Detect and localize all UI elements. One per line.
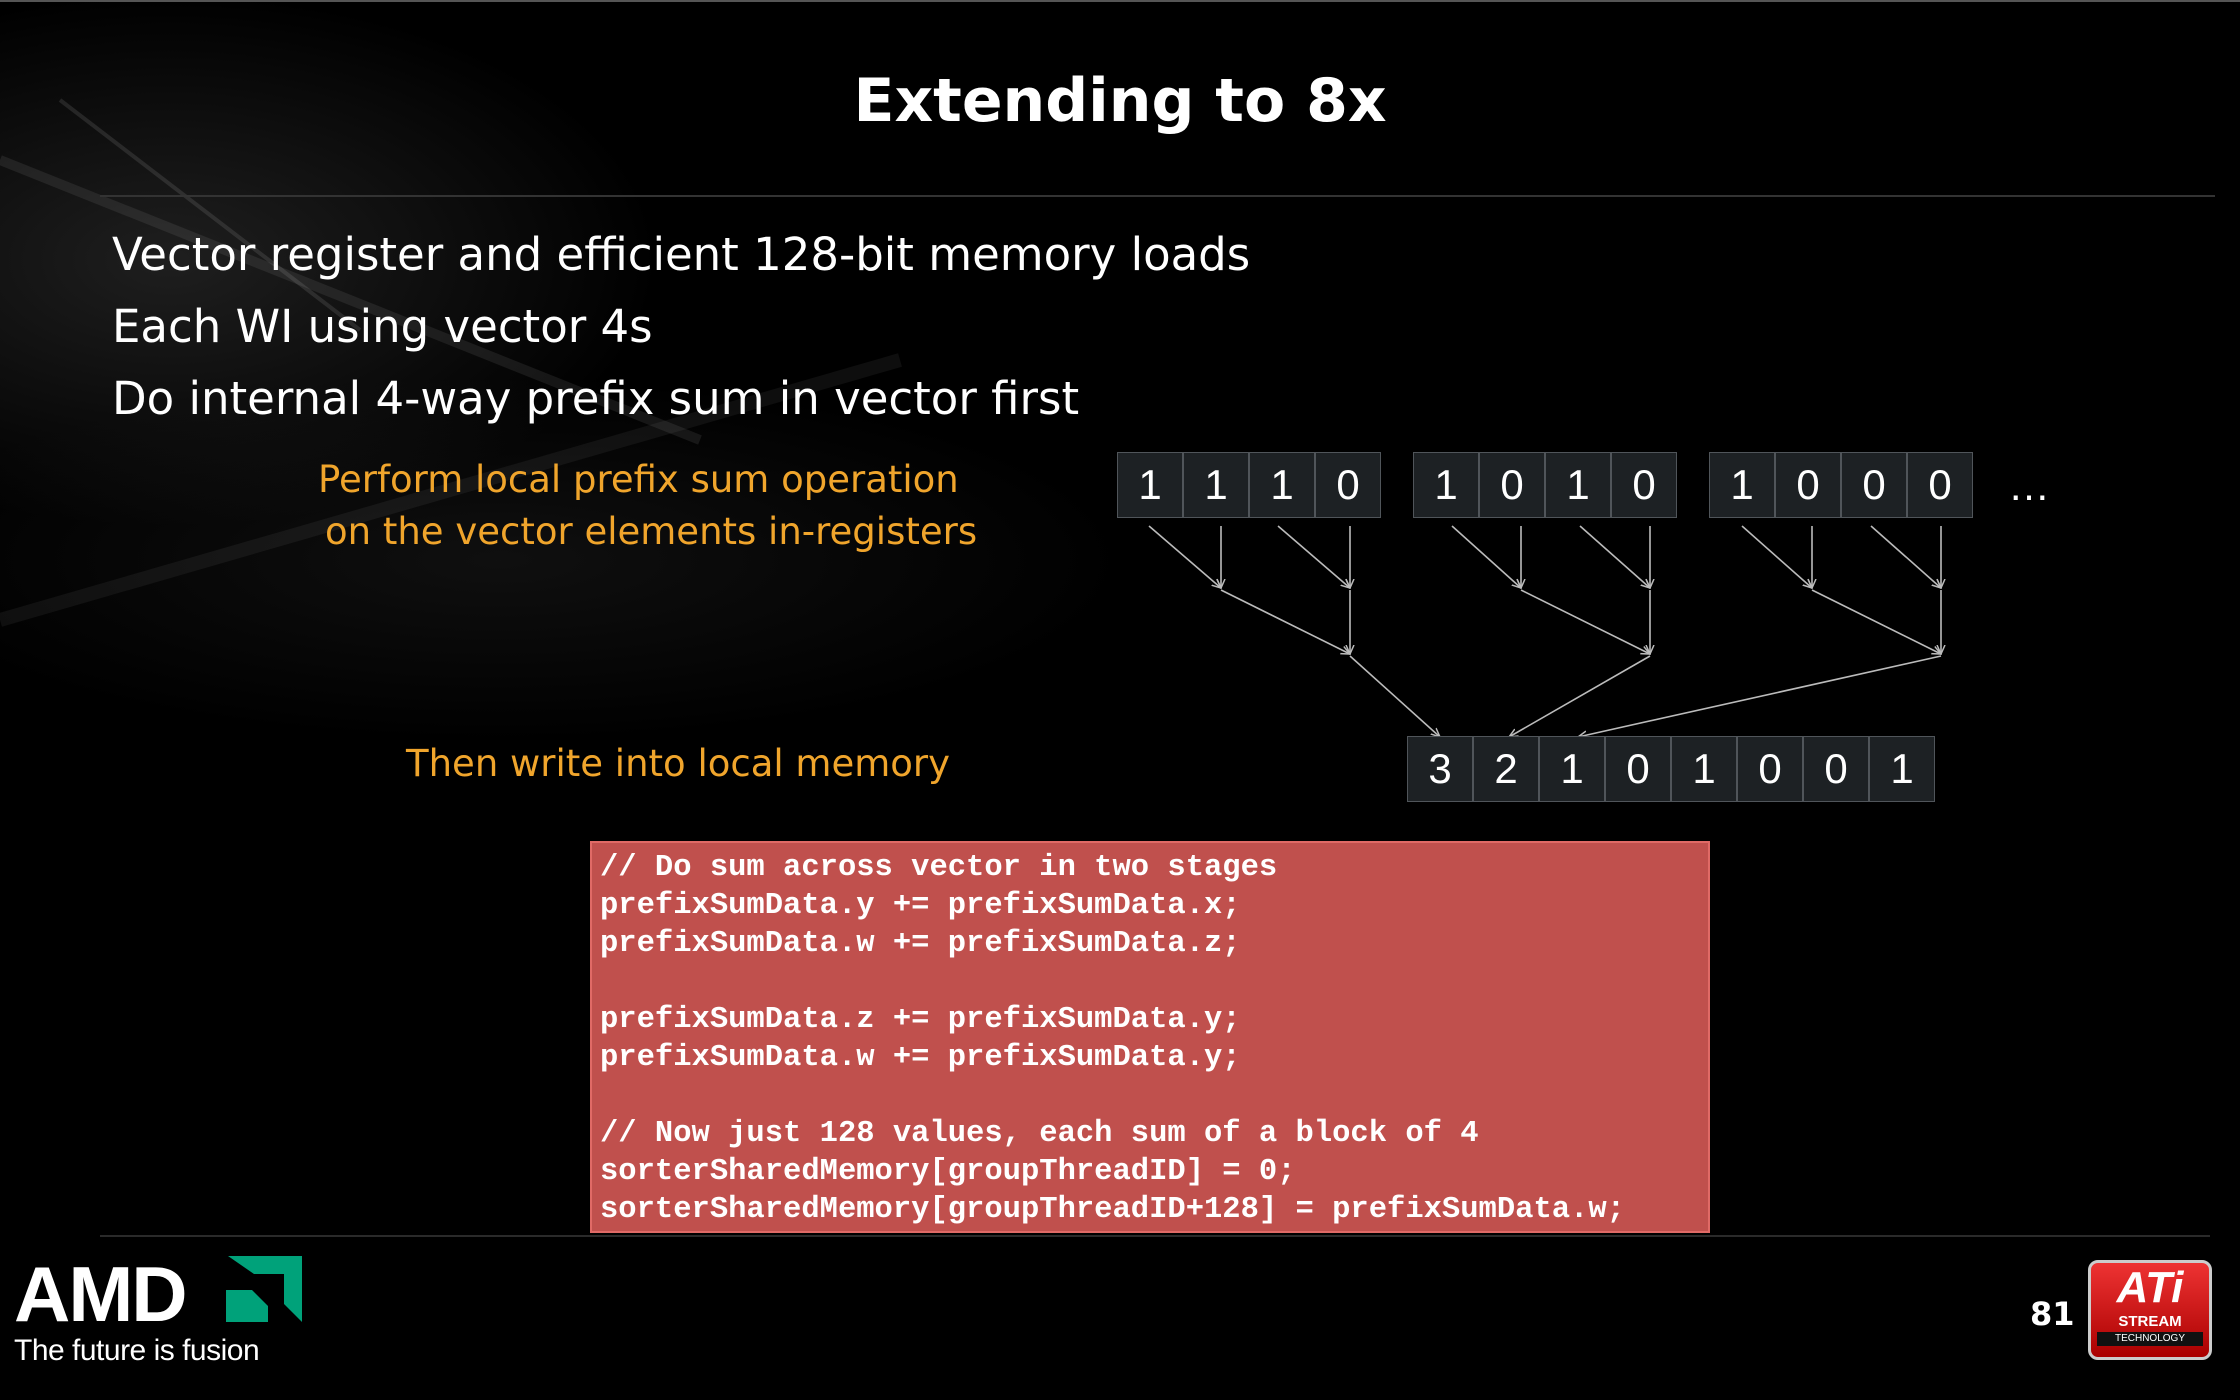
code-block: // Do sum across vector in two stages pr… — [590, 841, 1710, 1233]
arrow — [1148, 525, 1221, 588]
result-cell: 0 — [1605, 736, 1671, 802]
arrow — [1811, 589, 1941, 654]
vector-cell: 1 — [1183, 452, 1249, 518]
bullet-1: Vector register and efficient 128-bit me… — [112, 228, 1251, 281]
code-line: prefixSumData.w += prefixSumData.y; — [600, 1041, 1241, 1075]
arrow — [1277, 525, 1350, 588]
arrow — [1509, 655, 1651, 737]
title-divider — [100, 195, 2215, 197]
ati-stream-logo: ATi STREAM TECHNOLOGY — [2088, 1260, 2212, 1360]
vector-cell: 1 — [1709, 452, 1775, 518]
vector-cell: 0 — [1479, 452, 1545, 518]
arrow — [1220, 589, 1350, 654]
footer-divider — [100, 1235, 2210, 1237]
vector-cell: 0 — [1907, 452, 1973, 518]
code-line: sorterSharedMemory[groupThreadID] = 0; — [600, 1155, 1296, 1189]
arrow — [1578, 655, 1942, 737]
code-line: sorterSharedMemory[groupThreadID+128] = … — [600, 1193, 1625, 1227]
vector-cell: 0 — [1775, 452, 1841, 518]
arrow — [1349, 655, 1440, 737]
page-number: 81 — [2030, 1295, 2075, 1333]
note-prefix-line-1: Perform local prefix sum operation — [318, 458, 959, 501]
tagline: The future is fusion — [14, 1334, 260, 1367]
code-line — [600, 963, 1700, 1001]
slide-title: Extending to 8x — [853, 66, 1387, 136]
ati-wordmark: ATi — [2116, 1263, 2184, 1312]
ati-stream-label: STREAM — [2118, 1313, 2182, 1330]
vector-2: 1 0 1 0 — [1413, 452, 1677, 518]
code-line: prefixSumData.z += prefixSumData.y; — [600, 1003, 1241, 1037]
code-line: // Do sum across vector in two stages — [600, 851, 1278, 885]
note-write-local: Then write into local memory — [406, 742, 951, 785]
vector-cell: 1 — [1117, 452, 1183, 518]
result-cell: 0 — [1803, 736, 1869, 802]
arrow — [1451, 525, 1521, 588]
top-border — [0, 0, 2240, 2]
ati-technology-label: TECHNOLOGY — [2097, 1332, 2203, 1346]
vector-cell: 1 — [1545, 452, 1611, 518]
code-line: prefixSumData.w += prefixSumData.z; — [600, 927, 1241, 961]
result-cell: 0 — [1737, 736, 1803, 802]
result-cell: 1 — [1539, 736, 1605, 802]
vector-cell: 0 — [1841, 452, 1907, 518]
result-cell: 1 — [1869, 736, 1935, 802]
result-local-memory: 3 2 1 0 1 0 0 1 — [1407, 736, 1935, 802]
vector-cell: 0 — [1611, 452, 1677, 518]
result-cell: 1 — [1671, 736, 1737, 802]
arrow — [1520, 589, 1650, 654]
bullet-3: Do internal 4-way prefix sum in vector f… — [112, 372, 1080, 425]
amd-arrow-icon — [226, 1256, 302, 1322]
vector-cell: 0 — [1315, 452, 1381, 518]
arrow — [1579, 525, 1650, 588]
vector-3: 1 0 0 0 — [1709, 452, 1973, 518]
arrow — [1870, 525, 1941, 588]
code-line: prefixSumData.y += prefixSumData.x; — [600, 889, 1241, 923]
result-cell: 3 — [1407, 736, 1473, 802]
code-line — [600, 1077, 1700, 1115]
vector-cell: 1 — [1249, 452, 1315, 518]
bullet-2: Each WI using vector 4s — [112, 300, 653, 353]
more-vectors-ellipsis: … — [2008, 462, 2050, 509]
vector-cell: 1 — [1413, 452, 1479, 518]
code-line: // Now just 128 values, each sum of a bl… — [600, 1117, 1479, 1151]
note-prefix-line-2: on the vector elements in-registers — [325, 510, 978, 553]
result-cell: 2 — [1473, 736, 1539, 802]
arrow — [1741, 525, 1812, 588]
amd-logo: AMD The future is fusion — [14, 1250, 302, 1372]
vector-1: 1 1 1 0 — [1117, 452, 1381, 518]
amd-wordmark: AMD — [14, 1250, 188, 1338]
